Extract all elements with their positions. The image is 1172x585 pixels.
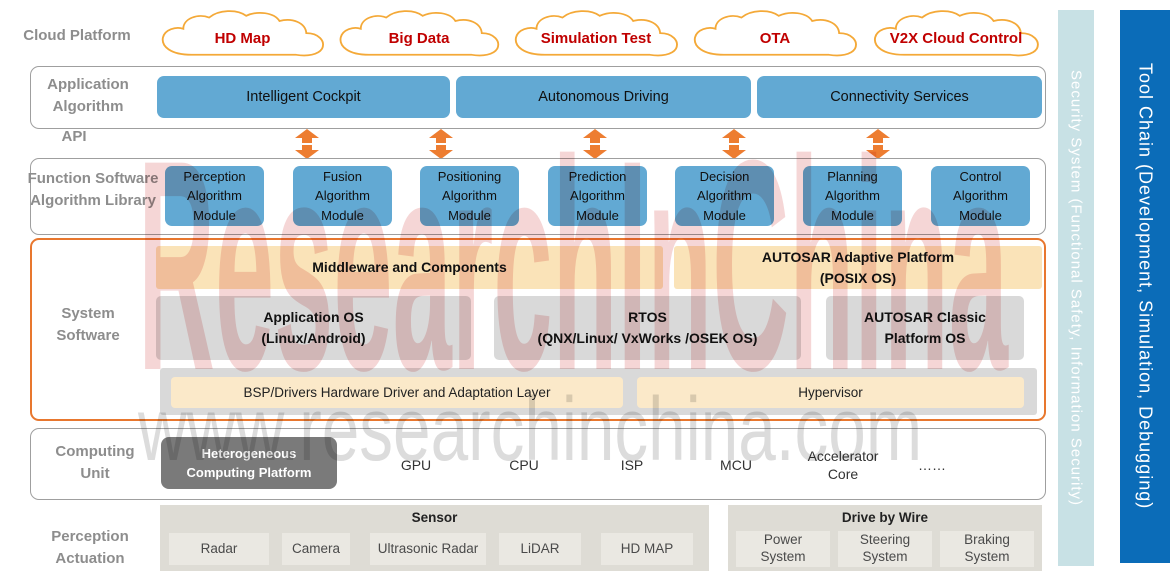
computing-unit-panel (30, 428, 1046, 500)
cloud-label: HD Map (214, 30, 271, 47)
module-decision: Decision Algorithm Module (675, 166, 774, 226)
autosar-classic-box: AUTOSAR Classic Platform OS (826, 296, 1024, 360)
module-fusion: Fusion Algorithm Module (293, 166, 392, 226)
cloud-label: Simulation Test (540, 30, 652, 47)
cloud-hd-map: HD Map (150, 8, 335, 60)
cloud-icon (339, 10, 500, 57)
cloud-icon (693, 10, 857, 57)
cloud-ota: OTA (682, 8, 868, 60)
application-algorithm-panel (30, 66, 1046, 129)
api-arrow-icon (722, 129, 746, 159)
chip-cpu: CPU (509, 457, 539, 473)
tool-chain-bar: Tool Chain (Development, Simulation, Deb… (1120, 10, 1170, 563)
app-box-connectivity-services: Connectivity Services (757, 76, 1042, 118)
perception-actuation-label: Perception Actuation (51, 528, 129, 567)
api-arrow-icon (429, 129, 453, 159)
hypervisor-box: Hypervisor (637, 377, 1024, 408)
api-label: API (61, 128, 87, 145)
chip-accelerator-core: Accelerator Core (807, 448, 879, 483)
module-prediction: Prediction Algorithm Module (548, 166, 647, 226)
chip-mcu: MCU (720, 457, 752, 473)
security-system-bar: Security System (Functional Safety, Info… (1058, 10, 1094, 566)
drive-by-wire-title: Drive by Wire (841, 510, 929, 525)
cloud-icon (161, 10, 324, 57)
sensor-radar: Radar (169, 533, 269, 565)
api-arrow-icon (295, 129, 319, 159)
sensor-title: Sensor (411, 510, 458, 525)
application-os-box: Application OS (Linux/Android) (156, 296, 471, 360)
app-box-intelligent-cockpit: Intelligent Cockpit (157, 76, 450, 118)
cloud-big-data: Big Data (328, 8, 510, 60)
cloud-platform-label: Cloud Platform (23, 27, 131, 44)
function-software-label: Function Software Algorithm Library (27, 170, 159, 209)
chip-isp: ISP (620, 457, 644, 473)
autosar-adaptive-box: AUTOSAR Adaptive Platform (POSIX OS) (674, 246, 1042, 289)
bsp-drivers-box: BSP/Drivers Hardware Driver and Adaptati… (171, 377, 623, 408)
heterogeneous-platform-box: Heterogeneous Computing Platform (161, 437, 337, 489)
cloud-label: V2X Cloud Control (889, 30, 1023, 47)
cloud-label: OTA (759, 30, 791, 47)
chip-ellipsis: …… (918, 457, 946, 473)
module-control: Control Algorithm Module (931, 166, 1030, 226)
module-positioning: Positioning Algorithm Module (420, 166, 519, 226)
dbw-steering-system: Steering System (838, 531, 932, 567)
cloud-icon (874, 10, 1039, 57)
middleware-box: Middleware and Components (156, 246, 663, 289)
rtos-box: RTOS (QNX/Linux/ VxWorks /OSEK OS) (494, 296, 801, 360)
function-software-panel (30, 158, 1046, 235)
cloud-v2x-cloud-control: V2X Cloud Control (862, 8, 1050, 60)
sensor-hd-map: HD MAP (601, 533, 693, 565)
module-perception: Perception Algorithm Module (165, 166, 264, 226)
dbw-power-system: Power System (736, 531, 830, 567)
api-arrow-icon (866, 129, 890, 159)
api-arrow-icon (583, 129, 607, 159)
cloud-simulation-test: Simulation Test (503, 8, 689, 60)
dbw-braking-system: Braking System (940, 531, 1034, 567)
cloud-icon (514, 10, 678, 57)
app-box-autonomous-driving: Autonomous Driving (456, 76, 751, 118)
system-software-panel (30, 238, 1046, 421)
computing-unit-label: Computing Unit (55, 443, 135, 482)
chip-gpu: GPU (400, 457, 432, 473)
sensor-panel: Sensor Radar Camera Ultrasonic Radar LiD… (160, 505, 709, 571)
system-software-label: System Software (56, 305, 120, 344)
drive-by-wire-panel: Drive by Wire Power System Steering Syst… (728, 505, 1042, 571)
sensor-ultrasonic-radar: Ultrasonic Radar (370, 533, 486, 565)
application-algorithm-label: Application Algorithm (47, 76, 129, 115)
sensor-camera: Camera (282, 533, 350, 565)
module-planning: Planning Algorithm Module (803, 166, 902, 226)
sensor-lidar: LiDAR (499, 533, 581, 565)
cloud-label: Big Data (388, 30, 450, 47)
